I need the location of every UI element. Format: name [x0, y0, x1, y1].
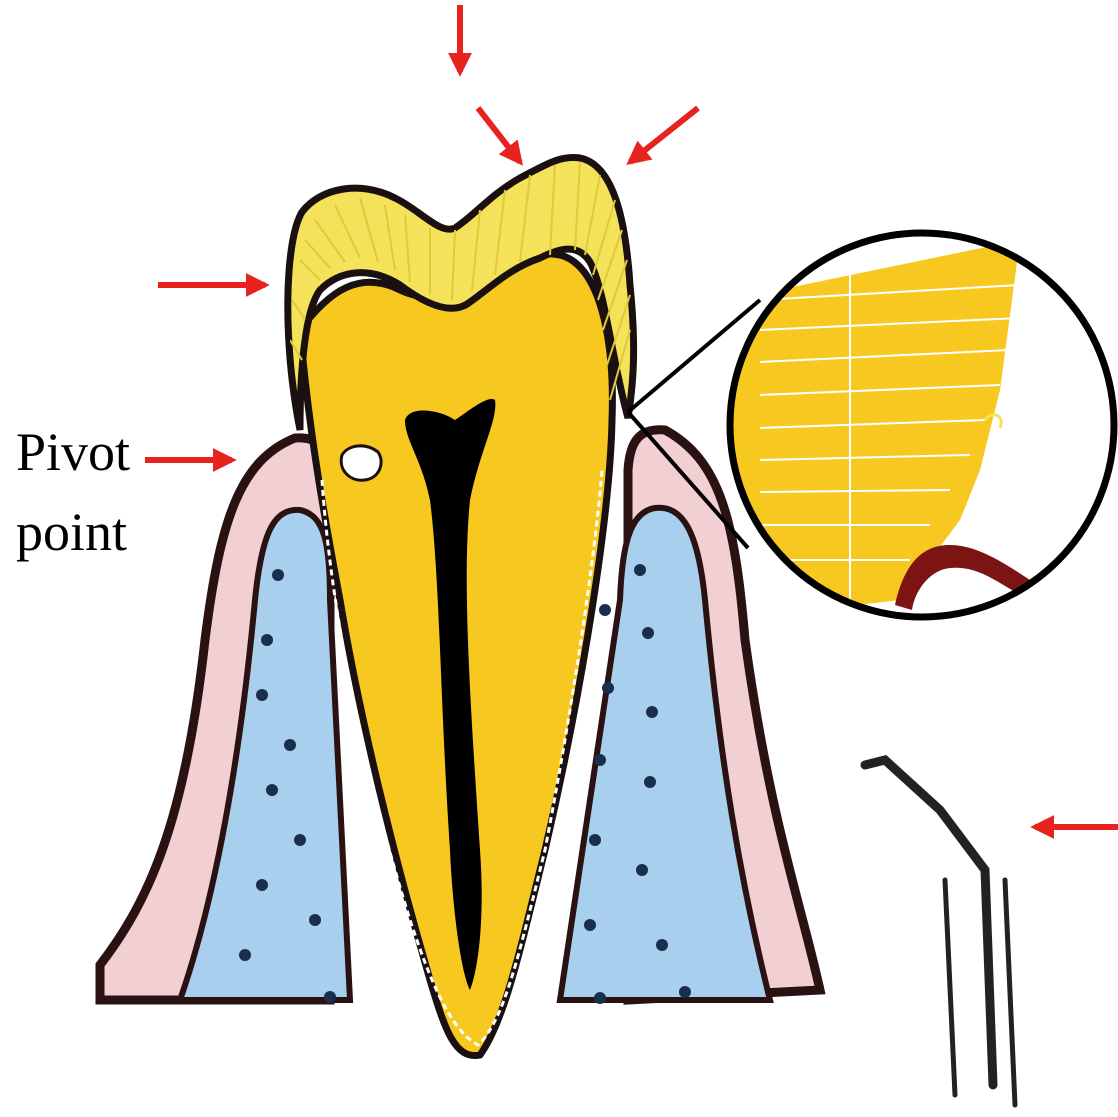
arrow-occlusal-oblique-right	[630, 108, 698, 162]
pivot-label-line1: Pivot	[16, 425, 130, 479]
pivot-label-line2: point	[16, 505, 127, 559]
periodontal-probe	[865, 760, 1015, 1105]
arrow-occlusal-oblique-left	[478, 108, 520, 162]
cervical-lesion	[341, 446, 381, 480]
